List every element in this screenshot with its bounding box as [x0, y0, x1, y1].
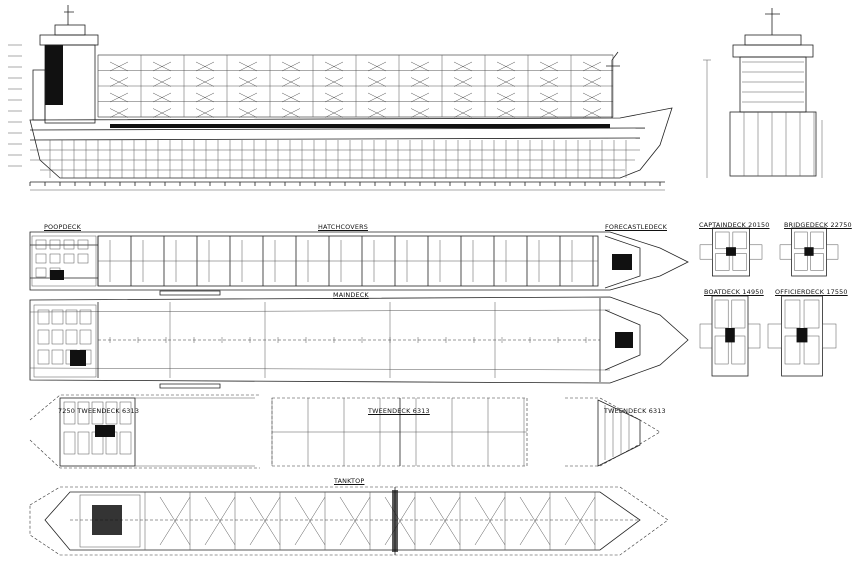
- front-elevation-view: [703, 8, 823, 178]
- tweendeck-aft-label: 7250 TWEENDECK 6313: [58, 407, 140, 415]
- side-profile-view: [8, 5, 673, 191]
- captaindeck-label: CAPTAINDECK 20150: [699, 221, 770, 229]
- tweendeck-fwd-label: TWEENDECK 6313: [604, 407, 666, 415]
- maindeck-label: MAINDECK: [333, 291, 369, 299]
- tweendeck-plans: [29, 394, 661, 469]
- bridgedeck-label: BRIDGEDECK 22750: [784, 221, 852, 229]
- forecastledeck-label: FORECASTLEDECK: [605, 223, 667, 231]
- poopdeck-label: POOPDECK: [44, 223, 81, 231]
- maindeck-plan: [29, 290, 689, 389]
- hatchcovers-label: HATCHCOVERS: [318, 223, 368, 231]
- hatchcovers-plan: [29, 231, 689, 291]
- boatdeck-label: BOATDECK 14950: [704, 288, 764, 296]
- tweendeck-mid-label: TWEENDECK 6313: [368, 407, 430, 415]
- tanktop-plan: [29, 486, 669, 556]
- accommodation-deck-plans: [699, 227, 839, 377]
- officierdeck-label: OFFICIERDECK 17550: [775, 288, 848, 296]
- tanktop-label: TANKTOP: [334, 477, 365, 485]
